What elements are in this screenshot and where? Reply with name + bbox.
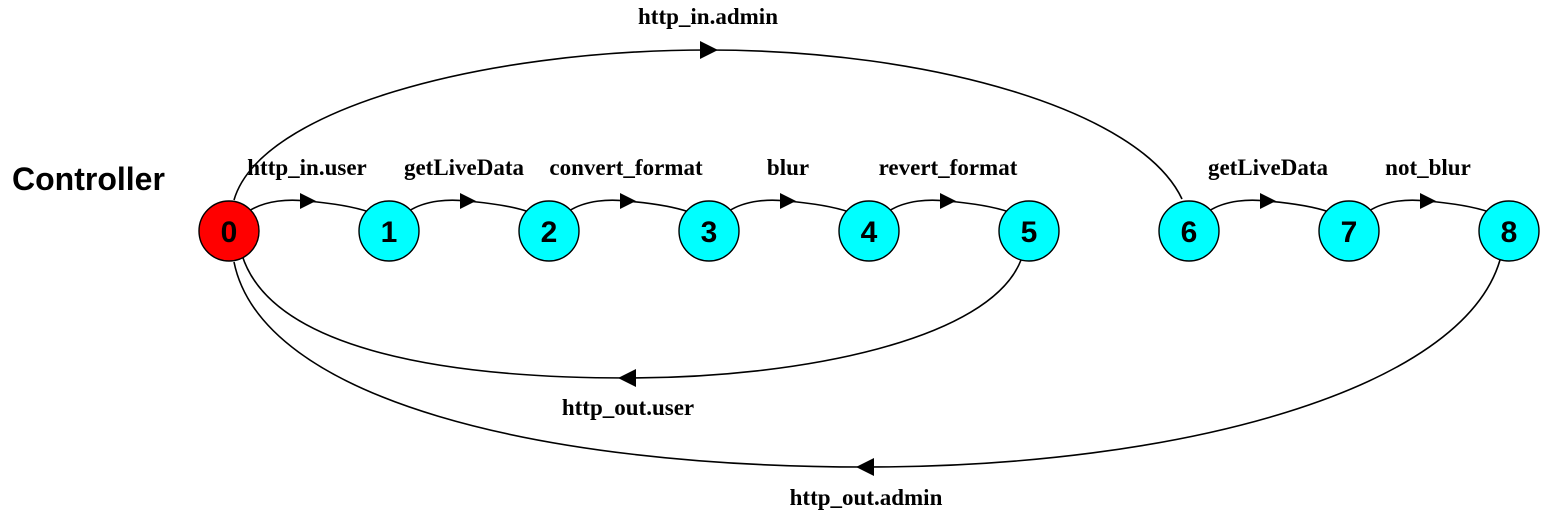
node-label: 7 (1341, 216, 1358, 249)
edge-line (568, 199, 627, 212)
edge-line (241, 254, 1022, 379)
node-label: 2 (541, 216, 558, 249)
edge-7-8: not_blur (1368, 155, 1490, 213)
node-label: 1 (381, 216, 398, 249)
edge-line (1368, 199, 1427, 212)
edge-label: http_out.user (562, 395, 694, 420)
arrowhead (856, 458, 874, 476)
state-node-5: 5 (998, 200, 1060, 262)
edge-2-3: convert_format (528, 152, 724, 213)
edge-line (1208, 199, 1267, 212)
edge-line (888, 199, 947, 212)
edge-line (1425, 200, 1490, 213)
node-circle (198, 200, 260, 262)
arrowhead (620, 193, 636, 209)
edge-line (728, 199, 787, 212)
arrowhead (700, 41, 718, 59)
arrowhead (940, 193, 956, 209)
arrowhead (460, 193, 476, 209)
edge-1-2: getLiveData (404, 155, 530, 213)
state-node-0: 0 (198, 200, 260, 262)
edge-3-4: blur (728, 155, 850, 213)
edge-5-0: http_out.user (241, 254, 1022, 420)
arrowhead (1260, 193, 1276, 209)
arrowhead (1420, 193, 1436, 209)
state-node-2: 2 (518, 200, 580, 262)
arrowhead (300, 193, 316, 209)
node-circle (1318, 200, 1380, 262)
state-node-4: 4 (838, 200, 900, 262)
label-background (528, 152, 724, 182)
edge-line (233, 259, 1501, 468)
node-circle (1158, 200, 1220, 262)
edge-label: convert_format (549, 155, 703, 180)
edge-line (1265, 200, 1330, 213)
edge-line (625, 200, 690, 213)
edge-4-5: revert_format (879, 155, 1018, 213)
edge-line (408, 199, 467, 212)
edge-label: http_in.user (247, 155, 367, 180)
edge-0-6: http_in.admin (233, 4, 1183, 201)
node-label: 8 (1501, 216, 1518, 249)
node-label: 5 (1021, 216, 1038, 249)
arrowhead (780, 193, 796, 209)
node-circle (1478, 200, 1540, 262)
node-circle (518, 200, 580, 262)
edge-label: http_out.admin (790, 485, 943, 510)
state-node-1: 1 (358, 200, 420, 262)
node-circle (358, 200, 420, 262)
node-label: 4 (861, 216, 878, 249)
edge-line (465, 200, 530, 213)
node-label: 6 (1181, 216, 1198, 249)
state-node-6: 6 (1158, 200, 1220, 262)
node-label: 0 (221, 216, 238, 249)
edge-line (305, 200, 370, 213)
state-node-7: 7 (1318, 200, 1380, 262)
diagram-title: Controller (12, 161, 165, 197)
arrowhead (618, 369, 636, 387)
edge-label: blur (767, 155, 809, 180)
edge-label: revert_format (879, 155, 1018, 180)
edge-line (248, 199, 307, 212)
edge-label: getLiveData (1208, 155, 1329, 180)
node-circle (678, 200, 740, 262)
edge-line (945, 200, 1010, 213)
edge-8-0: http_out.admin (233, 259, 1501, 510)
edge-line (785, 200, 850, 213)
state-node-3: 3 (678, 200, 740, 262)
node-circle (998, 200, 1060, 262)
edge-0-1: http_in.user (247, 155, 370, 213)
node-circle (838, 200, 900, 262)
node-label: 3 (701, 216, 718, 249)
edge-label: http_in.admin (638, 4, 778, 29)
edge-6-7: getLiveData (1208, 155, 1330, 213)
state-node-8: 8 (1478, 200, 1540, 262)
edge-label: getLiveData (404, 155, 525, 180)
edge-label: not_blur (1385, 155, 1471, 180)
